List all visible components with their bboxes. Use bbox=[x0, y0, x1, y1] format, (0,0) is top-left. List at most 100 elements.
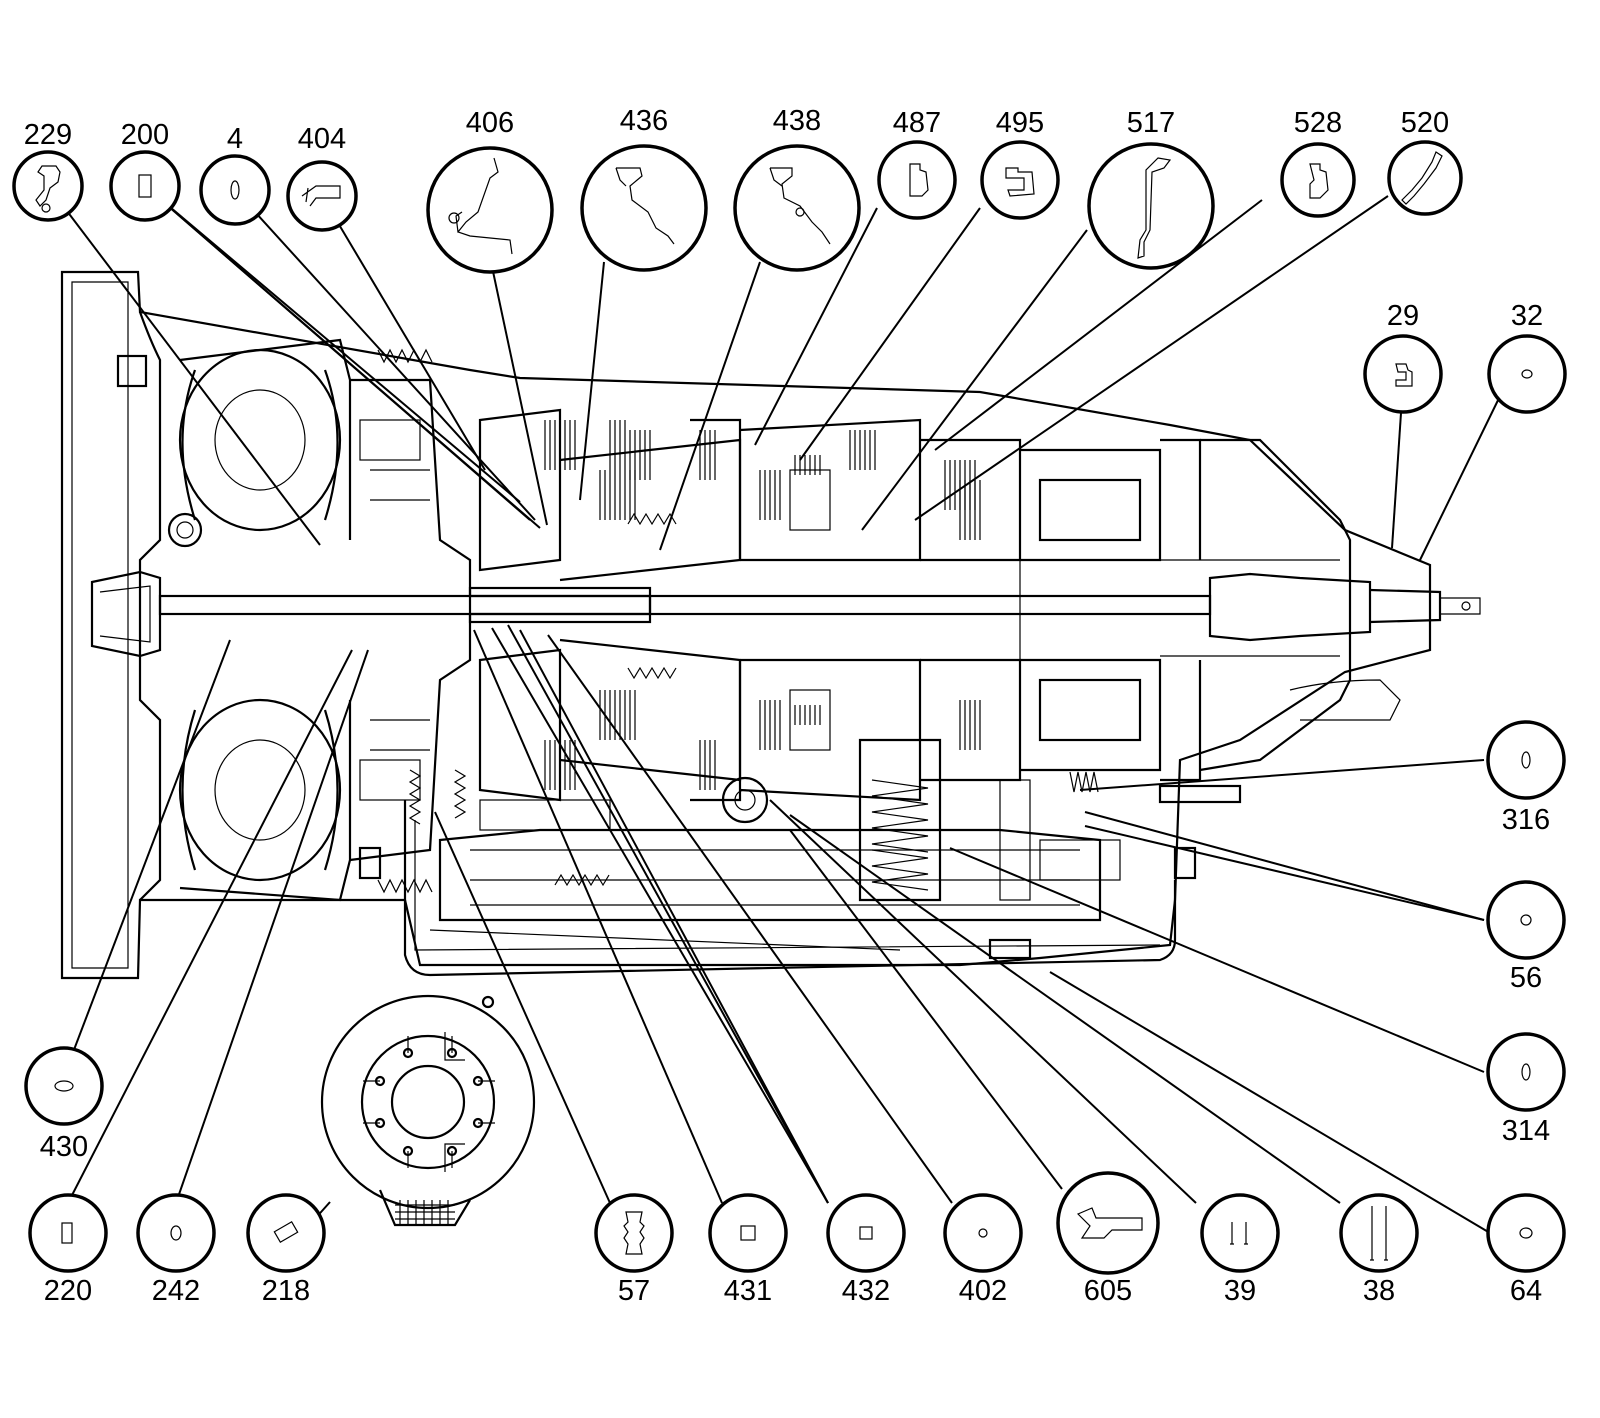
leader-430 bbox=[63, 639, 231, 1077]
svg-text:57: 57 bbox=[618, 1275, 650, 1307]
bracket-seal-icon bbox=[301, 185, 341, 207]
seal-detail-218 bbox=[320, 994, 536, 1227]
callout-487: 487 bbox=[877, 107, 957, 220]
leader-436 bbox=[579, 261, 605, 501]
callout-430: 430 bbox=[24, 1046, 104, 1163]
leader-220 bbox=[67, 649, 353, 1204]
leader-200c bbox=[144, 185, 541, 529]
svg-text:438: 438 bbox=[773, 105, 821, 137]
callout-316: 316 bbox=[1486, 720, 1566, 836]
leader-39 bbox=[769, 799, 1197, 1204]
sleeve-seal-icon bbox=[623, 1211, 645, 1255]
callout-200: 200 bbox=[109, 119, 181, 222]
piston-seal-icon bbox=[455, 157, 513, 255]
svg-text:29: 29 bbox=[1387, 300, 1419, 332]
svg-text:404: 404 bbox=[298, 123, 346, 155]
o-ring-icon bbox=[230, 180, 240, 200]
callout-406: 406 bbox=[426, 107, 554, 274]
leader-lines bbox=[47, 185, 1503, 1234]
svg-text:487: 487 bbox=[893, 107, 941, 139]
svg-text:495: 495 bbox=[996, 107, 1044, 139]
callout-39: 39 bbox=[1200, 1193, 1280, 1307]
svg-text:242: 242 bbox=[152, 1275, 200, 1307]
callout-438: 438 bbox=[733, 105, 861, 272]
rectangular-seal-icon bbox=[138, 174, 152, 198]
svg-text:605: 605 bbox=[1084, 1275, 1132, 1307]
leader-432b bbox=[507, 624, 829, 1204]
leader-406 bbox=[490, 261, 548, 526]
callout-56: 56 bbox=[1486, 880, 1566, 994]
o-ring-icon bbox=[1520, 914, 1532, 926]
transmission-cross-section bbox=[60, 270, 1481, 980]
piston-seal-icon bbox=[1137, 157, 1172, 259]
callout-431: 431 bbox=[708, 1193, 788, 1307]
snap-ring-seal-icon bbox=[35, 165, 61, 207]
svg-text:64: 64 bbox=[1510, 1275, 1542, 1307]
o-ring-icon bbox=[1521, 369, 1533, 379]
square-seal-icon bbox=[740, 1225, 756, 1241]
leader-32 bbox=[1419, 391, 1503, 561]
svg-text:218: 218 bbox=[262, 1275, 310, 1307]
leader-438 bbox=[659, 261, 761, 551]
rectangular-seal-icon bbox=[61, 1222, 73, 1244]
svg-text:200: 200 bbox=[121, 119, 169, 151]
callout-32: 32 bbox=[1487, 300, 1567, 414]
o-ring-icon bbox=[1519, 1227, 1533, 1239]
callout-218: 218 bbox=[246, 1193, 326, 1307]
lip-seal-icon bbox=[1005, 167, 1035, 197]
pin-seal-icon bbox=[1230, 1222, 1248, 1245]
lip-seal-icon bbox=[909, 163, 929, 197]
svg-text:39: 39 bbox=[1224, 1275, 1256, 1307]
piston-seal-icon bbox=[769, 167, 831, 245]
callout-229: 229 bbox=[12, 119, 84, 222]
callout-38: 38 bbox=[1339, 1193, 1419, 1307]
leader-431 bbox=[473, 629, 723, 1204]
leader-517 bbox=[861, 229, 1088, 531]
svg-text:528: 528 bbox=[1294, 107, 1342, 139]
svg-text:402: 402 bbox=[959, 1275, 1007, 1307]
callout-495: 495 bbox=[980, 107, 1060, 220]
leader-402 bbox=[547, 634, 953, 1204]
svg-text:314: 314 bbox=[1502, 1115, 1550, 1147]
callout-220: 220 bbox=[28, 1193, 108, 1307]
leader-4 bbox=[234, 189, 536, 521]
svg-text:431: 431 bbox=[724, 1275, 772, 1307]
callout-517: 517 bbox=[1087, 107, 1215, 270]
leader-229 bbox=[47, 185, 321, 546]
svg-text:517: 517 bbox=[1127, 107, 1175, 139]
callout-528: 528 bbox=[1280, 107, 1356, 218]
svg-text:520: 520 bbox=[1401, 107, 1449, 139]
gasket-seal-icon bbox=[1076, 1207, 1143, 1239]
leader-432c bbox=[519, 629, 829, 1204]
svg-text:432: 432 bbox=[842, 1275, 890, 1307]
leader-38 bbox=[789, 814, 1341, 1204]
leader-57 bbox=[434, 811, 611, 1204]
leader-528 bbox=[934, 199, 1263, 451]
leader-242 bbox=[175, 649, 369, 1204]
leader-64 bbox=[1049, 971, 1491, 1234]
callout-29: 29 bbox=[1363, 300, 1443, 414]
callout-402: 402 bbox=[943, 1193, 1023, 1307]
callout-64: 64 bbox=[1486, 1193, 1566, 1307]
callout-57: 57 bbox=[594, 1193, 674, 1307]
leader-56b bbox=[1084, 825, 1485, 921]
leader-495 bbox=[799, 207, 981, 461]
square-seal-icon bbox=[859, 1226, 873, 1240]
o-ring-icon bbox=[1521, 751, 1531, 769]
leader-56 bbox=[1084, 811, 1485, 921]
leader-316 bbox=[1079, 759, 1485, 791]
svg-text:430: 430 bbox=[40, 1131, 88, 1163]
leader-404 bbox=[321, 195, 486, 471]
callout-432: 432 bbox=[826, 1193, 906, 1307]
leader-520 bbox=[914, 195, 1389, 521]
diagonal-seal-icon bbox=[1401, 151, 1443, 205]
lip-seal-icon bbox=[1309, 163, 1329, 199]
leader-314 bbox=[949, 847, 1485, 1073]
svg-text:32: 32 bbox=[1511, 300, 1543, 332]
svg-text:38: 38 bbox=[1363, 1275, 1395, 1307]
callout-242: 242 bbox=[136, 1193, 216, 1307]
callout-4: 4 bbox=[199, 123, 271, 226]
square-seal-icon bbox=[273, 1220, 299, 1244]
lip-seal-icon bbox=[1395, 363, 1413, 387]
